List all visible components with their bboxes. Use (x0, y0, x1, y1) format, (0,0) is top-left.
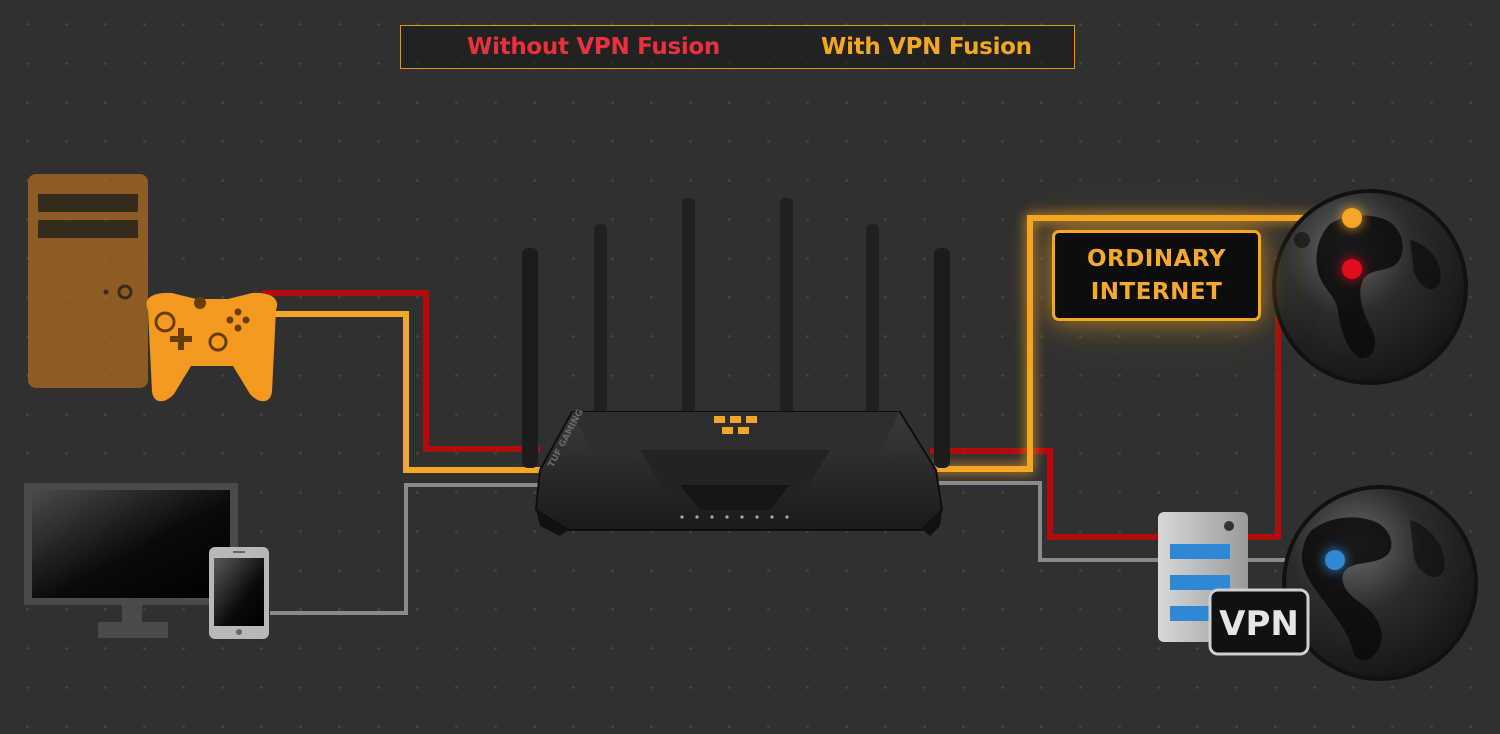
globe-icon (1272, 189, 1468, 385)
vpn-gray-line (930, 481, 1335, 562)
vpn-fusion-toggle: Without VPN Fusion With VPN Fusion (400, 25, 1075, 69)
gamepad-red-line (262, 290, 540, 452)
game-controller-icon (146, 292, 278, 402)
ordinary-internet-orange-line (930, 215, 1352, 472)
desktop-tower-icon (28, 174, 148, 388)
ordinary-internet-label-line2: INTERNET (1090, 278, 1223, 305)
tablet-gray-line (270, 483, 540, 615)
ordinary-internet-label-box: ORDINARY INTERNET (1052, 230, 1261, 321)
vpn-endpoint (1325, 550, 1345, 570)
monitor-icon (24, 483, 238, 638)
vpn-route-endpoint (1342, 259, 1362, 279)
router-icon: TUF GAMING (522, 198, 950, 536)
vpn-label: VPN (1219, 604, 1299, 644)
vpn-badge: VPN (1208, 588, 1310, 656)
tab-without-vpn-fusion[interactable]: Without VPN Fusion (467, 34, 721, 60)
ordinary-internet-endpoint (1342, 208, 1362, 228)
ordinary-internet-label-line1: ORDINARY (1086, 245, 1227, 272)
tablet-icon (209, 547, 269, 639)
tab-with-vpn-fusion[interactable]: With VPN Fusion (821, 34, 1032, 60)
gamepad-orange-line (262, 311, 540, 473)
globe-icon (1282, 485, 1478, 681)
